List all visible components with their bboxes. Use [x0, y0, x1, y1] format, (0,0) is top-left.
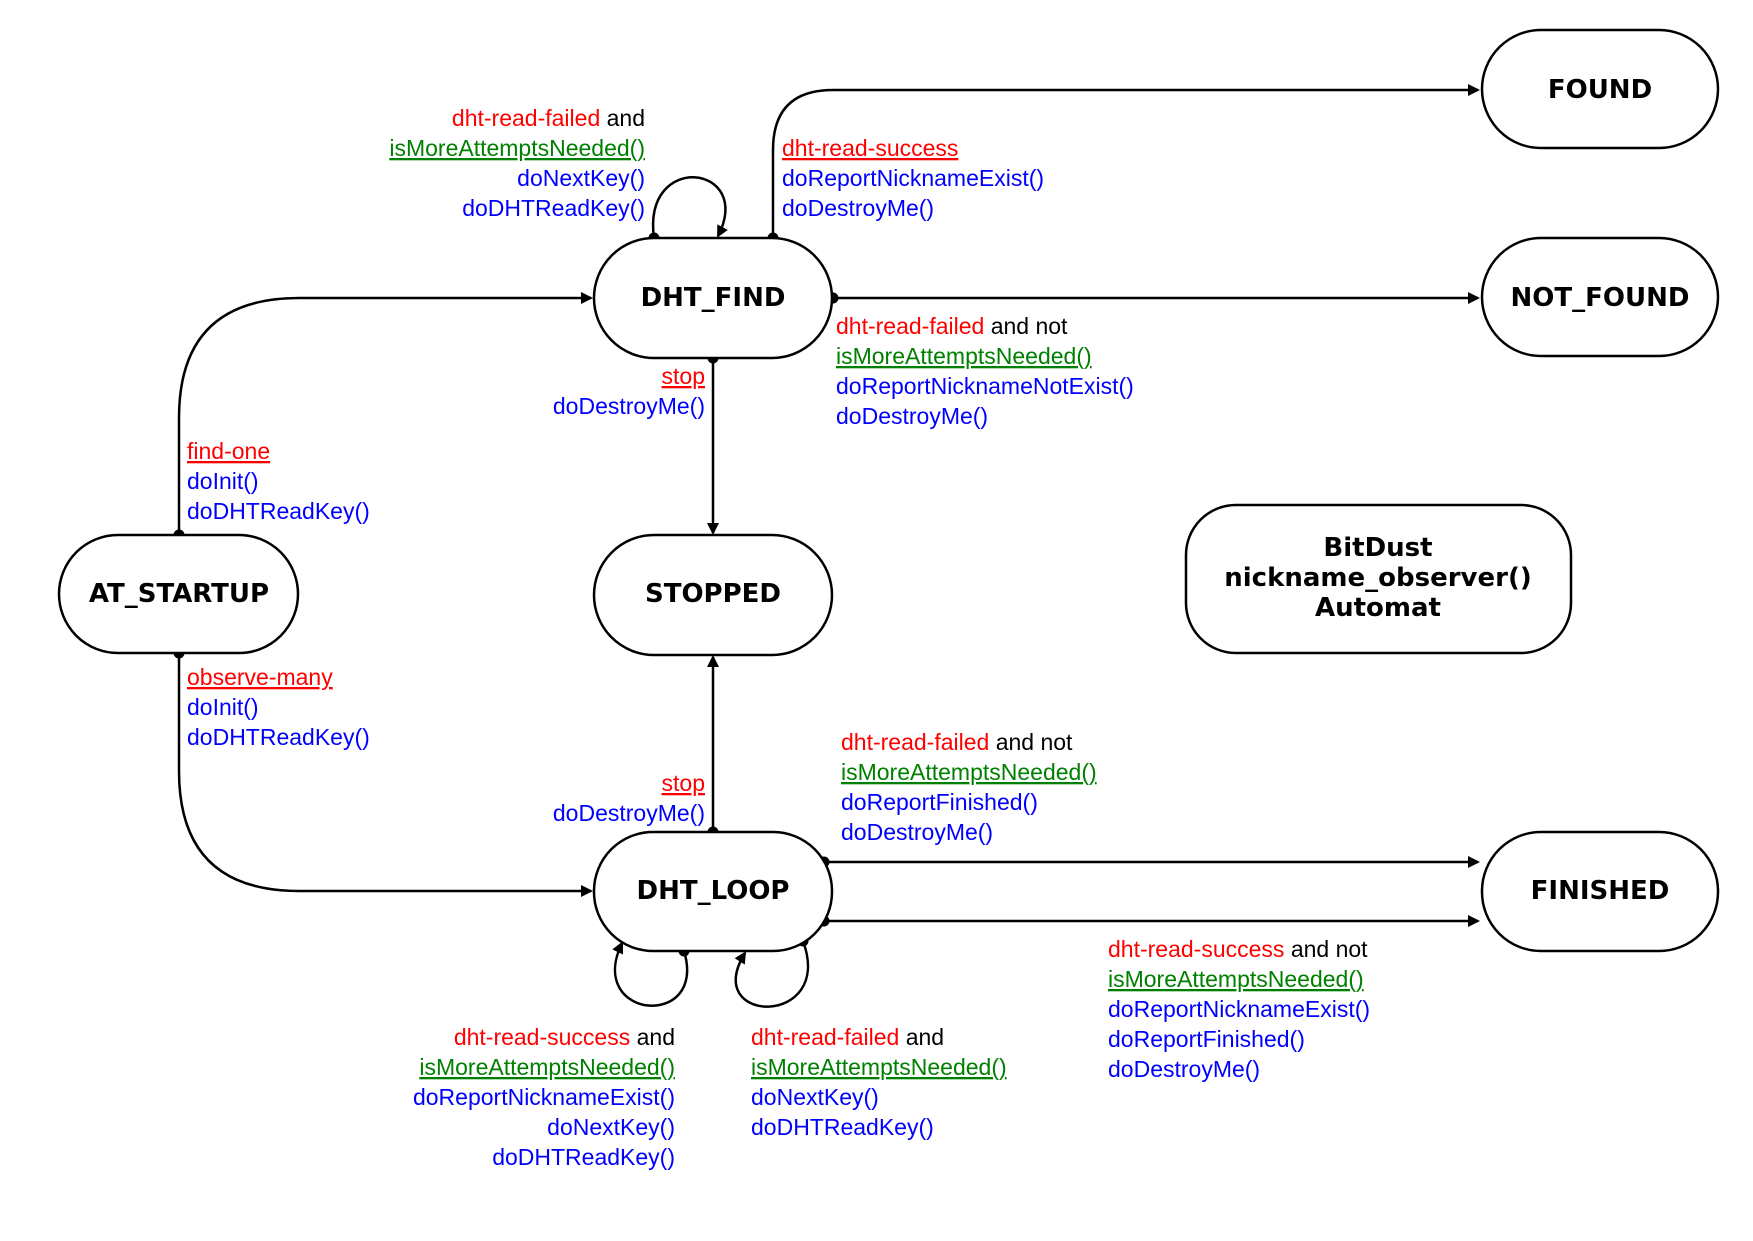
label-line: dht-read-success and not [1108, 936, 1368, 962]
action-text: doDHTReadKey() [492, 1144, 675, 1170]
event-text: stop [662, 770, 705, 796]
label-line: dht-read-success and [454, 1024, 675, 1050]
state-label: AT_STARTUP [89, 579, 269, 609]
state-found: FOUND [1480, 28, 1720, 150]
state-label: STOPPED [645, 579, 781, 609]
action-text: doInit() [187, 694, 259, 720]
action-text: doDestroyMe() [836, 403, 988, 429]
edge-dht-find-self-loop [651, 176, 728, 239]
keyword-text: and [906, 1024, 944, 1050]
state-label: DHT_FIND [641, 283, 786, 313]
label-dht-loop-self-loop-right: dht-read-failed and isMoreAttemptsNeeded… [751, 1024, 1007, 1140]
info-box-line: nickname_observer() [1224, 563, 1531, 593]
edge-at-startup-to-dht-find [177, 292, 593, 535]
state-at-startup: AT_STARTUP [57, 533, 300, 655]
action-text: doDestroyMe() [1108, 1056, 1260, 1082]
action-text: doInit() [187, 468, 259, 494]
event-text: dht-read-success [782, 135, 958, 161]
label-line: dht-read-failed and [751, 1024, 944, 1050]
condition-text: isMoreAttemptsNeeded() [836, 343, 1092, 369]
edge-dht-loop-self-loop-left [612, 941, 689, 1007]
action-text: doDestroyMe() [553, 393, 705, 419]
state-label: FOUND [1548, 75, 1652, 105]
action-text: doDestroyMe() [782, 195, 934, 221]
event-text: observe-many [187, 664, 333, 690]
state-label: FINISHED [1531, 876, 1670, 906]
label-line: dht-read-failed and [452, 105, 645, 131]
keyword-text: and not [991, 313, 1068, 339]
info-box-line: BitDust [1323, 533, 1432, 563]
action-text: doReportNicknameExist() [782, 165, 1044, 191]
automat-info-box: BitDust nickname_observer() Automat [1184, 503, 1573, 655]
info-box-line: Automat [1315, 593, 1441, 623]
edge-dht-find-to-found [771, 84, 1480, 238]
action-text: doNextKey() [547, 1114, 675, 1140]
keyword-text: and [607, 105, 645, 131]
event-text: stop [662, 363, 705, 389]
state-label: NOT_FOUND [1511, 283, 1690, 313]
action-text: doDestroyMe() [841, 819, 993, 845]
action-text: doDHTReadKey() [462, 195, 645, 221]
label-line: dht-read-failed and not [836, 313, 1068, 339]
event-text: dht-read-success [1108, 936, 1284, 962]
action-text: doReportNicknameExist() [1108, 996, 1370, 1022]
event-text: dht-read-failed [836, 313, 984, 339]
action-text: doNextKey() [517, 165, 645, 191]
event-text: dht-read-failed [751, 1024, 899, 1050]
condition-text: isMoreAttemptsNeeded() [841, 759, 1097, 785]
label-at-startup-to-dht-find: find-one doInit() doDHTReadKey() [187, 438, 370, 524]
action-text: doDestroyMe() [553, 800, 705, 826]
action-text: doReportFinished() [1108, 1026, 1305, 1052]
condition-text: isMoreAttemptsNeeded() [751, 1054, 1007, 1080]
state-label: DHT_LOOP [637, 876, 790, 906]
label-line: dht-read-failed and not [841, 729, 1073, 755]
action-text: doReportNicknameNotExist() [836, 373, 1134, 399]
label-dht-loop-to-finished-upper: dht-read-failed and not isMoreAttemptsNe… [841, 729, 1097, 845]
state-finished: FINISHED [1480, 830, 1720, 953]
event-text: find-one [187, 438, 270, 464]
event-text: dht-read-success [454, 1024, 630, 1050]
label-dht-find-to-found: dht-read-success doReportNicknameExist()… [782, 135, 1044, 221]
event-text: dht-read-failed [841, 729, 989, 755]
action-text: doDHTReadKey() [187, 724, 370, 750]
label-dht-loop-to-stopped: stop doDestroyMe() [553, 770, 705, 826]
label-dht-find-to-not-found: dht-read-failed and not isMoreAttemptsNe… [836, 313, 1134, 429]
action-text: doDHTReadKey() [187, 498, 370, 524]
action-text: doDHTReadKey() [751, 1114, 934, 1140]
state-dht-find: DHT_FIND [592, 236, 834, 360]
edge-dht-loop-self-loop-right [734, 940, 810, 1008]
condition-text: isMoreAttemptsNeeded() [419, 1054, 675, 1080]
action-text: doReportFinished() [841, 789, 1038, 815]
edge-at-startup-to-dht-loop [177, 653, 593, 897]
label-dht-loop-self-loop-left: dht-read-success and isMoreAttemptsNeede… [413, 1024, 675, 1170]
action-text: doNextKey() [751, 1084, 879, 1110]
condition-text: isMoreAttemptsNeeded() [1108, 966, 1364, 992]
keyword-text: and [637, 1024, 675, 1050]
action-text: doReportNicknameExist() [413, 1084, 675, 1110]
state-dht-loop: DHT_LOOP [592, 830, 834, 953]
label-dht-find-self-loop: dht-read-failed and isMoreAttemptsNeeded… [389, 105, 645, 221]
state-stopped: STOPPED [592, 533, 834, 657]
label-dht-loop-to-finished-lower: dht-read-success and not isMoreAttemptsN… [1108, 936, 1370, 1082]
condition-text: isMoreAttemptsNeeded() [389, 135, 645, 161]
keyword-text: and not [996, 729, 1073, 755]
label-at-startup-to-dht-loop: observe-many doInit() doDHTReadKey() [187, 664, 370, 750]
event-text: dht-read-failed [452, 105, 600, 131]
state-not-found: NOT_FOUND [1480, 236, 1720, 358]
label-dht-find-to-stopped: stop doDestroyMe() [553, 363, 705, 419]
keyword-text: and not [1291, 936, 1368, 962]
